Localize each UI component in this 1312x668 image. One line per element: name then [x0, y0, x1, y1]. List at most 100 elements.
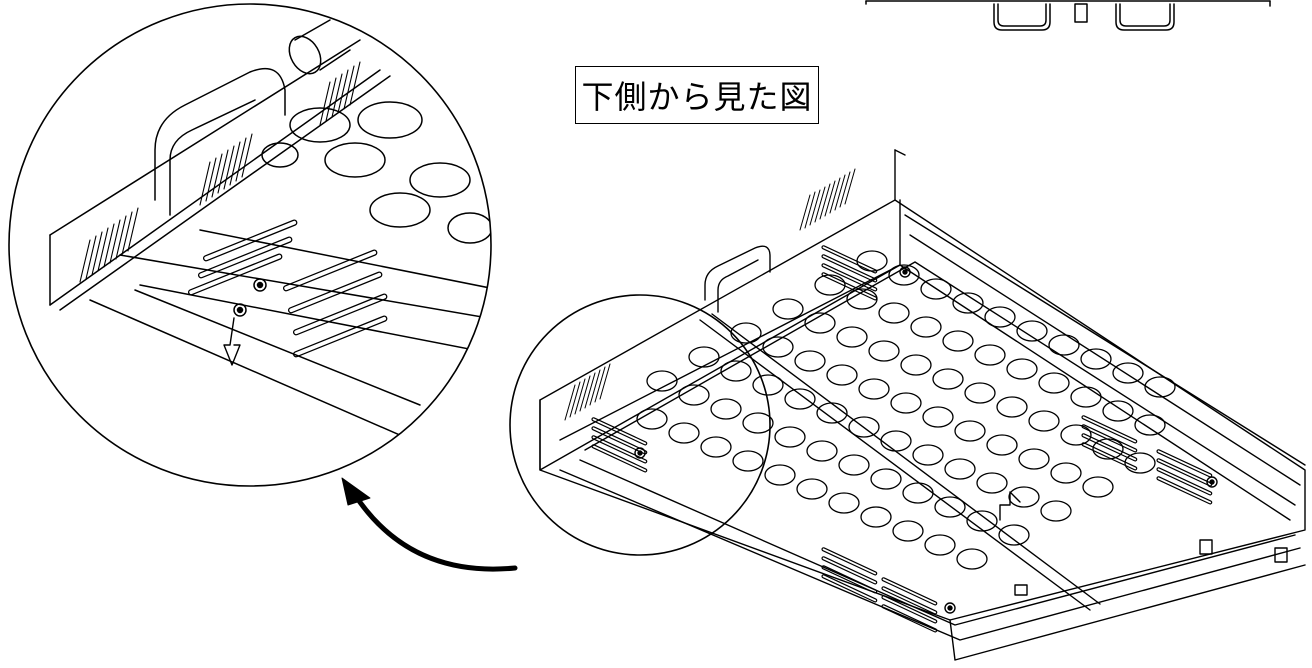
view-label: 下側から見た図	[581, 78, 813, 116]
perforation-hole	[1006, 358, 1038, 380]
perforation-hole	[742, 412, 774, 434]
vent-slot	[1156, 449, 1213, 478]
vent-slot	[821, 547, 878, 576]
vent-slot	[881, 604, 938, 633]
vent-slot	[821, 254, 878, 283]
tray-handle	[704, 245, 771, 301]
perforation-hole	[890, 392, 922, 414]
perforation-hole	[892, 520, 924, 542]
perforation-hole	[762, 336, 794, 358]
perforation-hole	[816, 402, 848, 424]
vent-slot	[821, 574, 878, 603]
tray-underside	[539, 149, 1306, 661]
vent-slot	[1156, 458, 1213, 487]
perforation-hole	[974, 344, 1006, 366]
vent-slot	[881, 595, 938, 624]
vent-slot	[821, 245, 878, 274]
perforation-hole	[1070, 386, 1102, 408]
vent-slot	[1081, 424, 1138, 453]
perforation-hole	[952, 292, 984, 314]
tray-back-wall	[539, 199, 901, 471]
perforation-hole	[880, 430, 912, 452]
perforation-hole	[828, 492, 860, 514]
perforation-hole	[934, 496, 966, 518]
perforation-hole	[922, 406, 954, 428]
perforation-hole	[1082, 476, 1114, 498]
vent-slot	[881, 577, 938, 606]
perforation-hole	[752, 374, 784, 396]
device-top-fragment	[865, 0, 1271, 31]
vent-slot	[1156, 476, 1213, 505]
perforation-hole	[966, 510, 998, 532]
perforation-hole	[1038, 372, 1070, 394]
perforation-hole	[700, 436, 732, 458]
perforation-holes	[636, 250, 1176, 570]
perforation-hole	[826, 364, 858, 386]
vent-slot	[1081, 415, 1138, 444]
vent-slot	[591, 435, 648, 464]
curved-arrow-icon	[341, 477, 518, 572]
perforation-hole	[764, 464, 796, 486]
perforation-hole	[944, 458, 976, 480]
perforation-hole	[996, 396, 1028, 418]
perforation-hole	[1050, 462, 1082, 484]
zoom-detail	[8, 3, 492, 487]
perforation-hole	[1008, 486, 1040, 508]
perforation-hole	[784, 388, 816, 410]
perforation-hole	[668, 422, 700, 444]
perforation-hole	[1112, 362, 1144, 384]
perforation-hole	[806, 440, 838, 462]
perforation-hole	[924, 534, 956, 556]
perforation-hole	[836, 326, 868, 348]
perforation-hole	[976, 472, 1008, 494]
down-arrow-icon	[223, 317, 241, 366]
perforation-hole	[870, 468, 902, 490]
perforation-hole	[902, 482, 934, 504]
perforation-hole	[1048, 334, 1080, 356]
perforation-hole	[956, 548, 988, 570]
release-arrow-icon	[999, 491, 1021, 521]
vent-slot	[881, 586, 938, 615]
perforation-hole	[998, 524, 1030, 546]
vent-slot	[821, 565, 878, 594]
perforation-hole	[1018, 448, 1050, 470]
perforation-hole	[1144, 376, 1176, 398]
vent-slot	[1156, 467, 1213, 496]
perforation-hole	[1060, 424, 1092, 446]
vent-slot	[821, 556, 878, 585]
perforation-hole	[942, 330, 974, 352]
vent-slot	[821, 272, 878, 301]
vent-slot	[1081, 442, 1138, 471]
perforation-hole	[878, 302, 910, 324]
perforation-hole	[910, 316, 942, 338]
detail-marker-circle	[509, 294, 771, 556]
perforation-hole	[1124, 452, 1156, 474]
perforation-hole	[796, 478, 828, 500]
perforation-hole	[710, 398, 742, 420]
handle-icon	[154, 67, 286, 201]
vent-slot	[591, 444, 648, 473]
vent-slot	[591, 417, 648, 446]
perforation-hole	[1080, 348, 1112, 370]
vent-slot	[591, 426, 648, 455]
view-label-box: 下側から見た図	[575, 66, 819, 124]
perforation-hole	[954, 420, 986, 442]
perforation-hole	[848, 416, 880, 438]
screw-icon	[634, 266, 1218, 614]
perforation-hole	[888, 264, 920, 286]
perforation-hole	[794, 350, 826, 372]
perforation-hole	[1040, 500, 1072, 522]
perforation-hole	[984, 306, 1016, 328]
vent-slots	[591, 245, 1213, 633]
perforation-hole	[838, 454, 870, 476]
perforation-hole	[1028, 410, 1060, 432]
perforation-hole	[772, 298, 804, 320]
perforation-hole	[1016, 320, 1048, 342]
perforation-hole	[932, 368, 964, 390]
perforation-hole	[964, 382, 996, 404]
perforation-hole	[720, 360, 752, 382]
perforation-hole	[688, 346, 720, 368]
perforation-hole	[868, 340, 900, 362]
perforation-hole	[1134, 414, 1166, 436]
